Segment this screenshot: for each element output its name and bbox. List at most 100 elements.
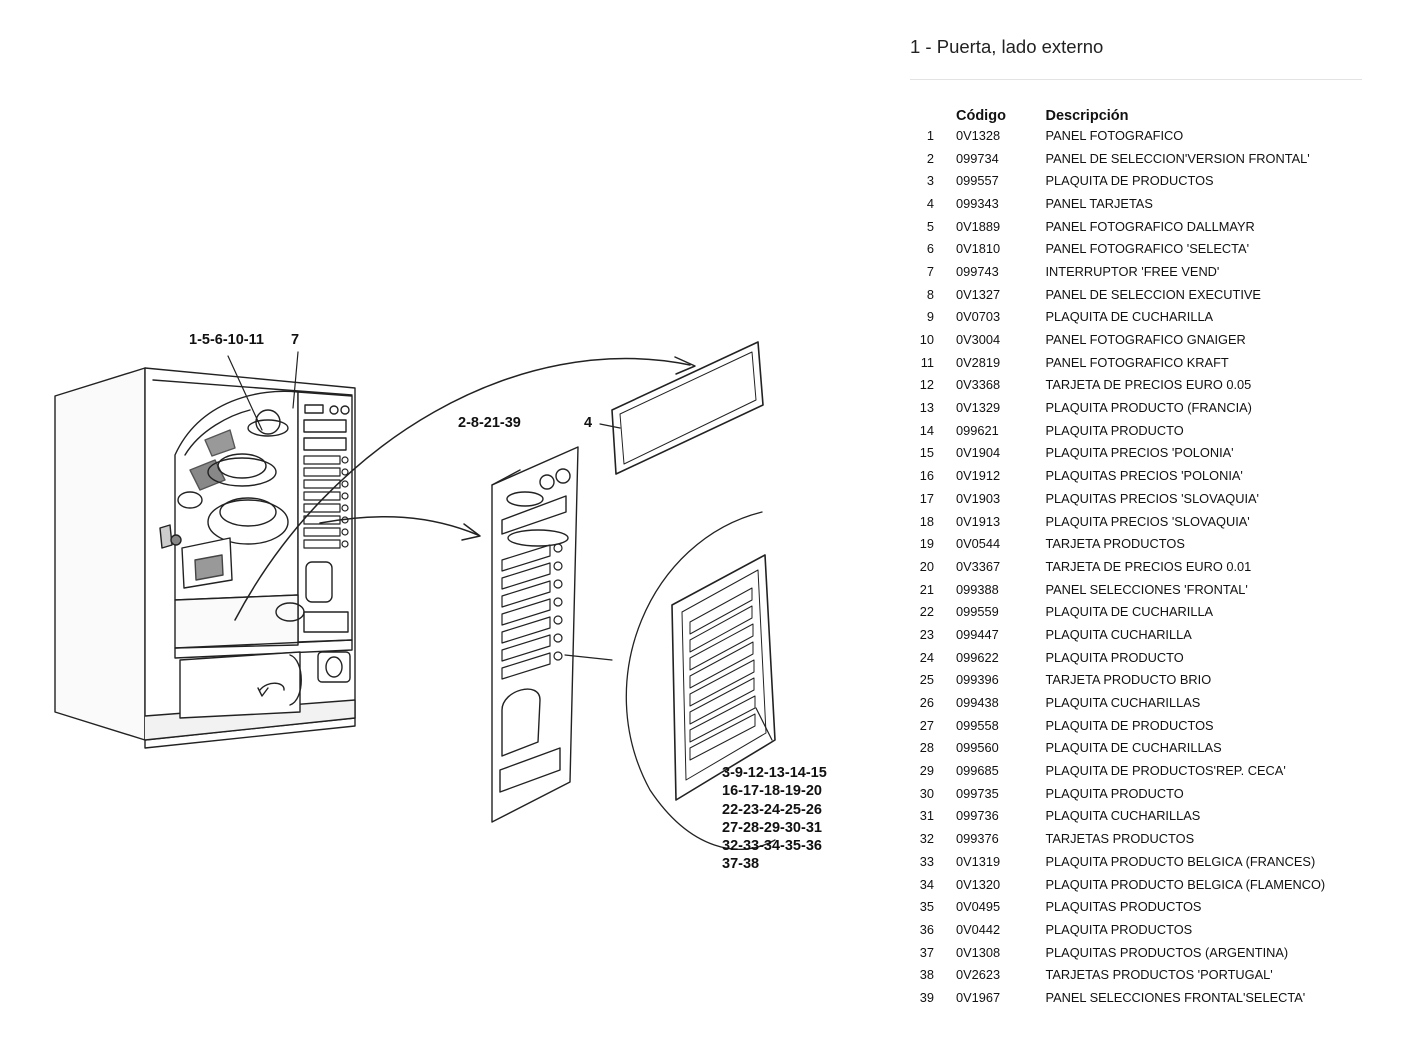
- row-description: PLAQUITA DE CUCHARILLAS: [1045, 740, 1222, 756]
- row-number-cell: 28: [910, 737, 956, 760]
- row-number-cell: 26: [910, 691, 956, 714]
- row-description: TARJETA PRODUCTOS: [1045, 536, 1185, 552]
- row-description: PLAQUITA PRODUCTO BELGICA (FRANCES): [1045, 853, 1316, 869]
- row-number-cell: 10: [910, 328, 956, 351]
- row-number: 24: [919, 649, 934, 665]
- row-code: 099559: [956, 604, 999, 620]
- row-number-cell: 24: [910, 646, 956, 669]
- row-description: PLAQUITA CUCHARILLAS: [1045, 808, 1201, 824]
- row-number-cell: 7: [910, 260, 956, 283]
- row-description: PLAQUITA DE PRODUCTOS'REP. CECA': [1045, 763, 1286, 779]
- row-number-cell: 37: [910, 941, 956, 964]
- row-number: 39: [919, 989, 934, 1005]
- row-code: 099557: [956, 173, 999, 189]
- callout-plaques-line: 16-17-18-19-20: [722, 783, 822, 800]
- row-number: 14: [919, 422, 934, 438]
- row-number-cell: 6: [910, 237, 956, 260]
- table-row: 35 0V0495 PLAQUITAS PRODUCTOS: [910, 895, 1365, 918]
- exploded-door-diagram: [54, 341, 776, 851]
- magnified-plaques: [564, 511, 776, 851]
- row-number-cell: 38: [910, 963, 956, 986]
- callout-plaques-line: 32-33-34-35-36: [722, 838, 822, 855]
- row-description: PLAQUITA DE CUCHARILLA: [1045, 604, 1214, 620]
- row-code: 099447: [956, 626, 999, 642]
- callout-plaques-line: 27-28-29-30-31: [722, 819, 822, 836]
- row-number: 20: [919, 558, 934, 574]
- row-description: PANEL DE SELECCION'VERSION FRONTAL': [1045, 150, 1310, 166]
- row-description: PLAQUITAS PRODUCTOS (ARGENTINA): [1045, 944, 1289, 960]
- row-number-cell: 27: [910, 714, 956, 737]
- row-number: 28: [919, 740, 934, 756]
- row-number-cell: 30: [910, 782, 956, 805]
- row-code: 0V0703: [956, 309, 1001, 325]
- row-number-cell: 13: [910, 396, 956, 419]
- row-number: 15: [919, 445, 934, 461]
- row-code: 099396: [956, 672, 999, 688]
- row-description: TARJETA DE PRECIOS EURO 0.05: [1045, 377, 1252, 393]
- row-description: PANEL FOTOGRAFICO KRAFT: [1045, 354, 1229, 370]
- row-number-cell: 2: [910, 147, 956, 170]
- row-number-cell: 22: [910, 600, 956, 623]
- header-number: [910, 102, 956, 124]
- row-description: PLAQUITA PRODUCTO: [1045, 422, 1184, 438]
- row-code: 0V3368: [956, 377, 1001, 393]
- row-description: PLAQUITA DE PRODUCTOS: [1045, 173, 1214, 189]
- row-code: 0V1810: [956, 241, 1001, 257]
- row-number: 29: [919, 763, 934, 779]
- row-number: 7: [926, 263, 934, 279]
- row-number-cell: 12: [910, 374, 956, 397]
- row-code: 0V0495: [956, 899, 1001, 915]
- row-code: 0V3367: [956, 558, 1001, 574]
- row-description: PANEL SELECCIONES 'FRONTAL': [1045, 581, 1248, 597]
- row-code: 0V1308: [956, 944, 1001, 960]
- row-number: 35: [919, 899, 934, 915]
- row-number-cell: 15: [910, 442, 956, 465]
- row-number-cell: 9: [910, 306, 956, 329]
- row-description: PLAQUITA CUCHARILLA: [1045, 626, 1192, 642]
- title-divider: [910, 79, 1362, 80]
- row-number: 25: [919, 672, 934, 688]
- row-description: PANEL FOTOGRAFICO GNAIGER: [1045, 332, 1246, 348]
- row-code: 0V1889: [956, 218, 1001, 234]
- callout-machine-main: 1-5-6-10-11: [189, 332, 264, 348]
- row-description: PANEL TARJETAS: [1045, 195, 1153, 211]
- row-number: 26: [919, 695, 934, 711]
- row-number-cell: 32: [910, 827, 956, 850]
- row-code: 099743: [956, 263, 999, 279]
- row-code: 0V1904: [956, 445, 1001, 461]
- row-code: 0V1913: [956, 513, 1001, 529]
- row-number: 11: [920, 354, 934, 370]
- row-number: 8: [926, 286, 934, 302]
- row-description: PANEL FOTOGRAFICO DALLMAYR: [1045, 218, 1255, 234]
- selection-panel: [491, 446, 579, 823]
- row-number: 18: [919, 513, 934, 529]
- callout-plaques-line: 37-38: [722, 856, 760, 873]
- row-number-cell: 5: [910, 215, 956, 238]
- row-code: 0V1319: [956, 853, 1001, 869]
- header-code: Código: [956, 108, 1006, 124]
- row-description: PANEL SELECCIONES FRONTAL'SELECTA': [1045, 989, 1306, 1005]
- row-description: PLAQUITAS PRODUCTOS: [1045, 899, 1202, 915]
- row-number: 19: [919, 536, 934, 552]
- row-number: 36: [919, 921, 934, 937]
- row-number: 2: [926, 150, 934, 166]
- row-code: 0V0544: [956, 536, 1001, 552]
- callout-card-panel: 4: [584, 415, 593, 431]
